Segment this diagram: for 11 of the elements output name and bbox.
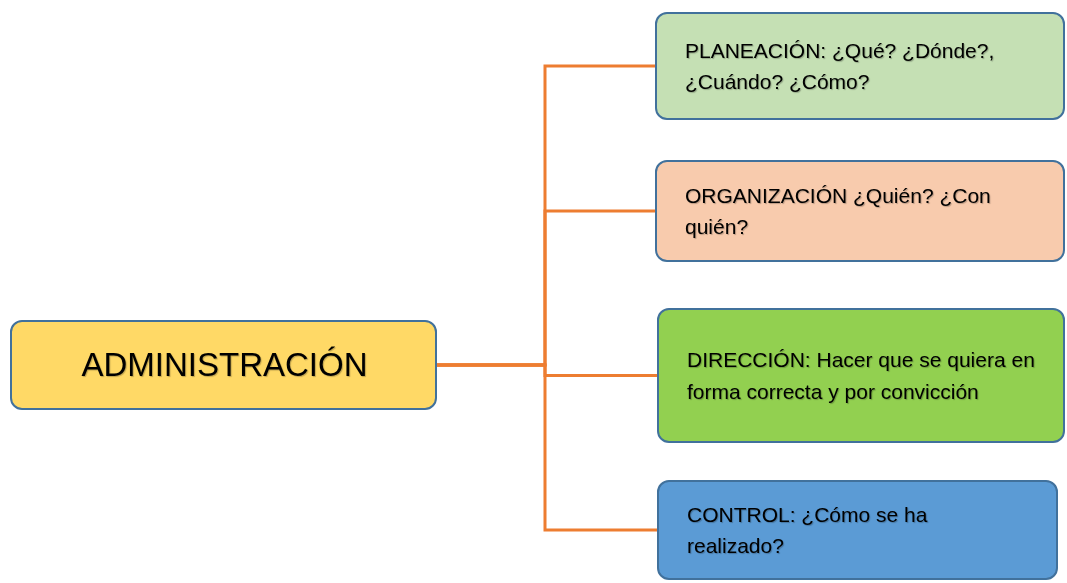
text-box — [10, 320, 437, 410]
text-box — [657, 308, 1065, 443]
connector-line — [437, 363, 657, 532]
box-text: CONTROL: ¿Cómo se ha realizado? — [687, 501, 929, 559]
text-box — [655, 160, 1065, 262]
box-text: DIRECCIÓN: Hacer que se quiera en forma correcta y por convicción — [687, 347, 1036, 405]
text-box — [657, 480, 1058, 580]
box-text: ORGANIZACIÓN ¿Quién? ¿Con quién? — [685, 182, 992, 240]
text-box — [655, 12, 1065, 120]
box-text: ADMINISTRACIÓN — [81, 345, 368, 385]
box-text: PLANEACIÓN: ¿Qué? ¿Dónde?,¿Cuándo? ¿Cómo? — [685, 37, 996, 95]
